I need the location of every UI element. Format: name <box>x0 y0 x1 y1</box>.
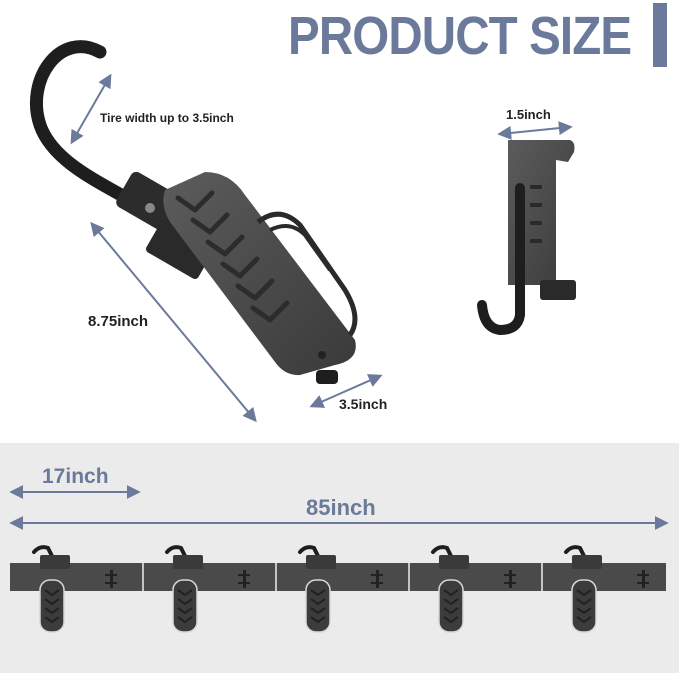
rubber-hook <box>29 40 137 207</box>
rail-hanger-unit <box>142 545 250 633</box>
page-title: PRODUCT SIZE <box>288 6 632 66</box>
tray-width-label: 3.5inch <box>339 396 388 412</box>
hook-side-view <box>477 140 576 336</box>
length-label: 8.75inch <box>88 313 149 330</box>
wire-basket-inner <box>269 224 332 272</box>
hook-width-label: 1.5inch <box>506 107 551 122</box>
pivot-bracket <box>116 171 184 233</box>
length-arrow <box>90 221 257 423</box>
spacing-label: 17inch <box>42 465 109 488</box>
rail-assembly <box>10 545 666 633</box>
rail-hanger-unit <box>32 545 117 633</box>
hook-plate-foot <box>540 280 576 300</box>
hook-arm <box>477 183 525 336</box>
title-accent-bar <box>653 3 667 67</box>
tray-foot <box>316 370 338 384</box>
bike-hanger-main <box>29 40 358 384</box>
tray-width-arrow <box>309 374 383 408</box>
rail-hanger-unit <box>541 545 649 633</box>
hook-width-arrow <box>497 121 573 140</box>
total-length-label: 85inch <box>306 495 376 520</box>
rail-hanger-unit <box>408 545 516 633</box>
rail-hanger-unit <box>275 545 383 633</box>
tire-width-arrow <box>70 73 112 145</box>
tire-width-label: Tire width up to 3.5inch <box>100 111 234 125</box>
rail-bar <box>10 563 666 591</box>
rail-section-background <box>0 443 679 673</box>
tray-screw <box>318 351 326 359</box>
hook-slots <box>530 185 542 243</box>
pivot-bolt <box>145 203 155 213</box>
